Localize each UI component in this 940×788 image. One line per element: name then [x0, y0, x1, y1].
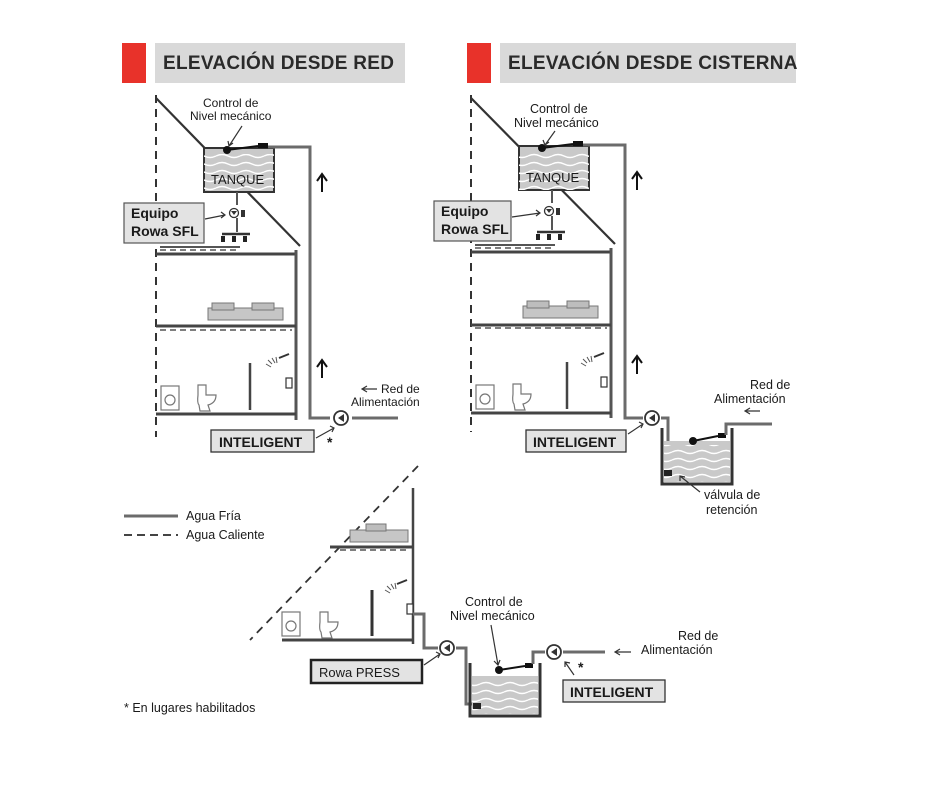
- inteligent-press-label: INTELIGENT: [570, 684, 654, 700]
- legend-hot-label: Agua Caliente: [186, 528, 265, 542]
- diagram-cisterna: TANQUE Equipo Rowa SFL: [433, 95, 790, 517]
- equipo-cisterna-label-2: Rowa SFL: [441, 221, 509, 237]
- control-press-label-2: Nivel mecánico: [450, 609, 535, 623]
- header-left-accent: [122, 43, 146, 83]
- header-right-accent: [467, 43, 491, 83]
- header-left: ELEVACIÓN DESDE RED: [122, 43, 405, 83]
- red-left-label-2: Alimentación: [351, 395, 420, 409]
- valvula-label-2: retención: [706, 503, 757, 517]
- asterisk-press: *: [578, 659, 584, 675]
- equipo-red-label-2: Rowa SFL: [131, 223, 199, 239]
- header-right: ELEVACIÓN DESDE CISTERNA: [467, 43, 798, 83]
- diagram-red: TANQUE Equipo Rowa SFL Control de Nivel: [123, 95, 420, 453]
- control-press-label-1: Control de: [465, 595, 523, 609]
- valvula-label-1: válvula de: [704, 488, 760, 502]
- footnote: * En lugares habilitados: [124, 701, 255, 715]
- asterisk-red: *: [327, 434, 333, 450]
- tank-red-label: TANQUE: [211, 172, 265, 187]
- inteligent-red-label: INTELIGENT: [219, 434, 303, 450]
- rowa-press-label: Rowa PRESS: [319, 665, 400, 680]
- legend: Agua Fría Agua Caliente: [124, 509, 265, 542]
- equipo-cisterna-label-1: Equipo: [441, 203, 488, 219]
- red-left-label-1: Red de: [381, 382, 420, 396]
- control-cisterna-label-1: Control de: [530, 102, 588, 116]
- control-red-label-1: Control de: [203, 96, 259, 110]
- red-press-label-1: Red de: [678, 629, 718, 643]
- tank-cisterna-label: TANQUE: [526, 170, 580, 185]
- diagram-press: Rowa PRESS Control de Nivel mecánico Red…: [249, 465, 718, 718]
- header-right-bg: [500, 43, 796, 83]
- red-press-label-2: Alimentación: [641, 643, 713, 657]
- control-cisterna-label-2: Nivel mecánico: [514, 116, 599, 130]
- legend-cold-label: Agua Fría: [186, 509, 241, 523]
- red-right-label-1: Red de: [750, 378, 790, 392]
- inteligent-cisterna-label: INTELIGENT: [533, 434, 617, 450]
- header-right-title: ELEVACIÓN DESDE CISTERNA: [508, 52, 798, 74]
- header-left-bg: [155, 43, 405, 83]
- red-right-label-2: Alimentación: [714, 392, 786, 406]
- header-left-title: ELEVACIÓN DESDE RED: [163, 52, 394, 74]
- control-red-label-2: Nivel mecánico: [190, 109, 272, 123]
- equipo-red-label-1: Equipo: [131, 205, 178, 221]
